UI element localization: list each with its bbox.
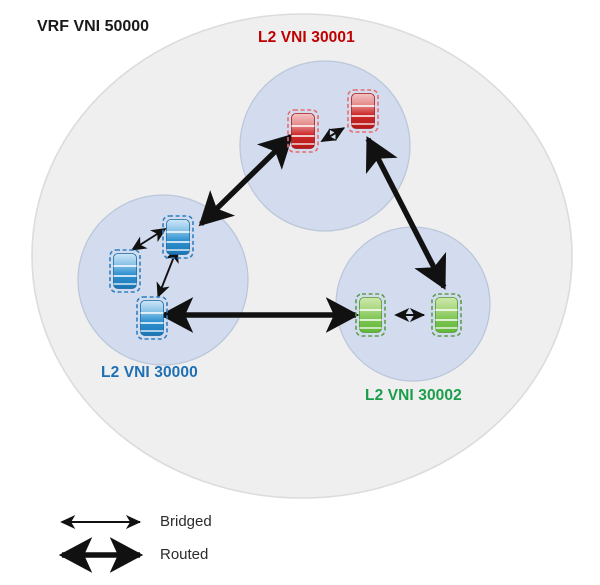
host-body: [359, 297, 382, 333]
host-vni30001-host-a[interactable]: [287, 109, 319, 153]
host-body: [113, 253, 137, 289]
routed-link-30001-to-30000: [198, 133, 294, 227]
host-vni30000-host-left[interactable]: [109, 249, 141, 293]
host-vni30002-host-right[interactable]: [431, 293, 462, 337]
segment-label-l2-vni-30002: L2 VNI 30002: [365, 387, 462, 404]
vrf-domain-label: VRF VNI 50000: [37, 18, 150, 35]
host-body: [351, 93, 375, 129]
bridged-link-30000-top-left: [131, 227, 167, 251]
host-dashed-outline: [136, 296, 168, 340]
host-vni30000-host-top[interactable]: [162, 215, 194, 259]
routed-links: [159, 133, 447, 333]
bridged-link-30001: [320, 127, 345, 142]
host-dashed-outline: [431, 293, 462, 337]
host-dashed-outline: [287, 109, 319, 153]
segment-circle-l2-vni-30001: [239, 60, 411, 232]
legend-item-bridged-label: Bridged: [160, 513, 212, 530]
segment-circle-l2-vni-30000: [77, 194, 249, 366]
legend-arrows: [58, 514, 144, 573]
bridged-link-30000-top-bottom: [156, 247, 179, 299]
host-body: [166, 219, 190, 255]
legend-item-routed-label: Routed: [160, 546, 209, 563]
host-dashed-outline: [347, 89, 379, 133]
segment-label-l2-vni-30001: L2 VNI 30001: [258, 29, 355, 46]
host-body: [291, 113, 315, 149]
host-dashed-outline: [109, 249, 141, 293]
host-vni30001-host-b[interactable]: [347, 89, 379, 133]
bridged-links: [131, 127, 426, 323]
host-dashed-outline: [355, 293, 386, 337]
host-body: [435, 297, 458, 333]
routed-link-30001-to-30002: [365, 136, 447, 290]
host-body: [140, 300, 164, 336]
host-vni30000-host-bottom[interactable]: [136, 296, 168, 340]
host-vni30002-host-left[interactable]: [355, 293, 386, 337]
host-dashed-outline: [162, 215, 194, 259]
segment-label-l2-vni-30000: L2 VNI 30000: [101, 364, 198, 381]
